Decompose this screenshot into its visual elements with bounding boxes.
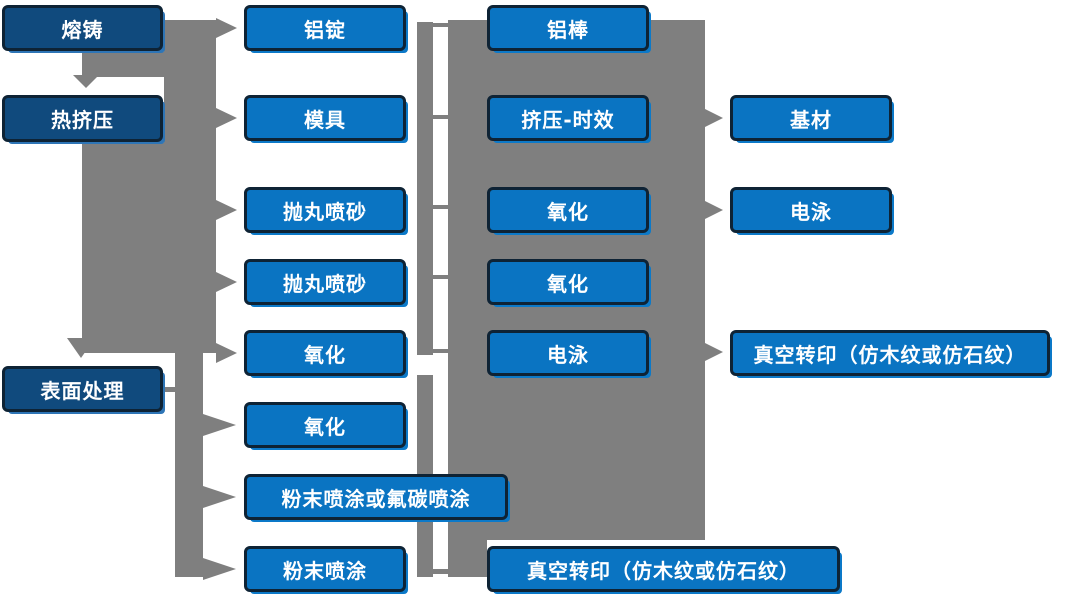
arrow-to-vacuum-transfer-2-icon bbox=[705, 343, 723, 361]
arrow-to-base-material-icon bbox=[705, 109, 723, 127]
flow-node-oxidation-4: 氧化 bbox=[487, 259, 649, 305]
left-band-bottom bbox=[82, 143, 164, 353]
arrow-to-oxidation-2-icon bbox=[203, 414, 236, 436]
flow-node-shot-blast-sandblast-1: 抛丸喷砂 bbox=[244, 187, 406, 233]
flow-node-label: 基材 bbox=[790, 107, 832, 132]
arrow-to-powder-fluorocarbon-icon bbox=[203, 486, 236, 508]
tick-row2 bbox=[433, 115, 448, 119]
lower-left-bar bbox=[175, 353, 203, 577]
center-block-step bbox=[448, 540, 487, 577]
flow-node-label: 抛丸喷砂 bbox=[283, 199, 367, 224]
flow-node-label: 铝棒 bbox=[547, 17, 589, 42]
flow-node-label: 模具 bbox=[304, 107, 346, 132]
left-band-top bbox=[82, 52, 164, 77]
flow-node-melt-cast: 熔铸 bbox=[2, 5, 163, 51]
arrow-to-aluminum-ingot-icon bbox=[216, 18, 237, 38]
flow-node-label: 电泳 bbox=[790, 199, 832, 224]
flow-node-label: 电泳 bbox=[547, 342, 589, 367]
flow-node-label: 熔铸 bbox=[61, 17, 104, 42]
flow-node-electrophoresis-1: 电泳 bbox=[487, 330, 649, 376]
flow-node-mold: 模具 bbox=[244, 95, 406, 141]
flow-node-label: 真空转印（仿木纹或仿石纹） bbox=[527, 558, 800, 583]
tick-row1 bbox=[433, 23, 448, 27]
flow-node-label: 氧化 bbox=[304, 342, 346, 367]
flow-node-label: 热挤压 bbox=[51, 108, 114, 132]
arrow-to-electrophoresis-2-icon bbox=[705, 201, 723, 219]
flow-node-extrusion-aging: 挤压-时效 bbox=[487, 95, 649, 141]
surface-treatment-connector bbox=[163, 387, 176, 392]
tick-row5 bbox=[433, 349, 448, 353]
flow-node-powder-or-fluorocarbon-coating: 粉末喷涂或氟碳喷涂 bbox=[244, 474, 508, 520]
flow-node-oxidation-2: 氧化 bbox=[244, 402, 406, 448]
flow-node-shot-blast-sandblast-2: 抛丸喷砂 bbox=[244, 259, 406, 305]
upper-middle-bar bbox=[417, 22, 433, 355]
flow-node-label: 铝锭 bbox=[304, 17, 346, 42]
flow-node-surface-treatment: 表面处理 bbox=[2, 366, 163, 412]
flow-node-vacuum-transfer-print-1: 真空转印（仿木纹或仿石纹） bbox=[487, 546, 840, 592]
arrow-to-hot-extrusion-icon bbox=[73, 75, 99, 88]
flow-node-hot-extrusion: 热挤压 bbox=[2, 95, 163, 142]
flow-node-oxidation-3: 氧化 bbox=[487, 187, 649, 233]
flow-node-aluminum-rod: 铝棒 bbox=[487, 5, 649, 51]
flow-node-label: 挤压-时效 bbox=[521, 107, 615, 132]
flow-node-base-material: 基材 bbox=[730, 95, 892, 141]
arrow-to-shot-blast-1-icon bbox=[216, 200, 237, 220]
left-trunk-bar bbox=[164, 20, 216, 353]
flow-node-electrophoresis-2: 电泳 bbox=[730, 187, 892, 233]
flow-node-vacuum-transfer-print-2: 真空转印（仿木纹或仿石纹） bbox=[730, 330, 1050, 376]
arrow-to-shot-blast-2-icon bbox=[216, 272, 237, 292]
tick-row4 bbox=[433, 275, 448, 279]
flow-node-label: 粉末喷涂 bbox=[283, 558, 367, 583]
flow-node-label: 粉末喷涂或氟碳喷涂 bbox=[281, 486, 471, 511]
arrow-to-powder-coating-icon bbox=[203, 558, 236, 580]
arrow-to-mold-icon bbox=[216, 108, 237, 128]
flow-node-powder-coating: 粉末喷涂 bbox=[244, 546, 406, 592]
tick-row3 bbox=[433, 205, 448, 209]
flow-node-label: 真空转印（仿木纹或仿石纹） bbox=[753, 342, 1027, 367]
flow-node-oxidation-1: 氧化 bbox=[244, 330, 406, 376]
flow-node-aluminum-ingot: 铝锭 bbox=[244, 5, 406, 51]
flow-node-label: 氧化 bbox=[304, 414, 346, 439]
arrow-to-surface-treatment-icon bbox=[67, 338, 95, 358]
flow-node-label: 抛丸喷砂 bbox=[283, 271, 367, 296]
arrow-to-oxidation-1-icon bbox=[216, 343, 237, 363]
flow-node-label: 氧化 bbox=[547, 199, 589, 224]
tick-row8 bbox=[433, 569, 448, 574]
flow-node-label: 表面处理 bbox=[40, 378, 125, 403]
flow-node-label: 氧化 bbox=[547, 271, 589, 296]
